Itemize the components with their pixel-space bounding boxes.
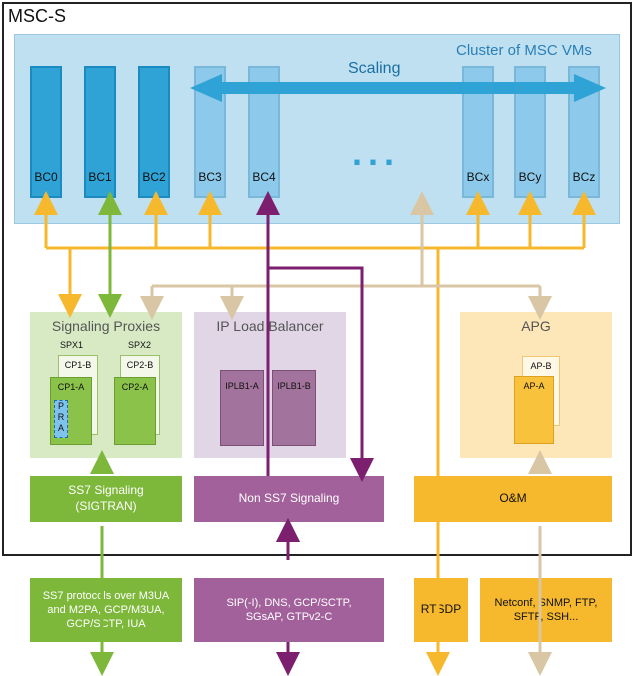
ip-load-balancer-title: IP Load Balancer	[216, 318, 324, 334]
ss7-protocols-box: SS7 protocols over M3UA and M2PA, GCP/M3…	[30, 578, 182, 642]
spx2-label: SPX2	[128, 340, 152, 350]
blade-label: BC4	[252, 170, 276, 184]
blade-label: BC2	[142, 170, 166, 184]
blade-label: BC0	[34, 170, 58, 184]
blade-label: BCy	[518, 170, 542, 184]
ap-a-label: AP-A	[523, 381, 545, 391]
non-ss7-signaling-label: Non SS7 Signaling	[238, 491, 340, 506]
blade-label: BCx	[466, 170, 490, 184]
ap-a-card: AP-A	[514, 376, 554, 444]
iplb1-a-card: IPLB1-A	[220, 370, 264, 446]
ss7-signaling-bar: SS7 Signaling (SIGTRAN)	[30, 476, 182, 522]
blade-label: BC1	[88, 170, 112, 184]
iplb1-a-label: IPLB1-A	[225, 381, 259, 391]
ip-load-balancer-panel	[194, 312, 346, 458]
blade-bc1: BC1	[84, 66, 116, 198]
iplb1-b-card: IPLB1-B	[272, 370, 316, 446]
pra-letter: P	[57, 401, 64, 411]
blade-label: BCz	[572, 170, 596, 184]
netconf-label: Netconf, SNMP, FTP, SFTP, SSH...	[494, 596, 598, 623]
om-label: O&M	[499, 491, 527, 506]
cp2-a-card: CP2-A	[114, 377, 156, 445]
ellipsis: ...	[352, 132, 401, 173]
spx1-label: SPX1	[60, 340, 84, 350]
blade-bc0: BC0	[30, 66, 62, 198]
netconf-box: Netconf, SNMP, FTP, SFTP, SSH...	[480, 578, 612, 642]
pra-letter: A	[57, 423, 64, 433]
pra-box: P R A	[54, 400, 68, 438]
cp1-b-label: CP1-B	[64, 360, 92, 370]
msc-s-title: MSC-S	[8, 6, 66, 26]
rtsdp-label: RTSDP	[420, 602, 462, 617]
non-ss7-signaling-bar: Non SS7 Signaling	[194, 476, 384, 522]
rtsdp-box: RTSDP	[414, 578, 468, 642]
apg-title: APG	[521, 318, 551, 334]
msc-s-frame	[2, 2, 632, 556]
signaling-proxies-title: Signaling Proxies	[51, 318, 161, 334]
sip-protocols-label: SIP(-I), DNS, GCP/SCTP, SGsAP, GTPv2-C	[226, 596, 352, 623]
blade-label: BC3	[198, 170, 222, 184]
om-bar: O&M	[414, 476, 612, 522]
blade-bc2: BC2	[138, 66, 170, 198]
scaling-label: Scaling	[348, 60, 401, 77]
cp1-a-label: CP1-A	[57, 382, 85, 392]
iplb1-b-label: IPLB1-B	[277, 381, 311, 391]
ap-b-label: AP-B	[530, 361, 552, 371]
cluster-title: Cluster of MSC VMs	[456, 42, 592, 59]
cp2-b-label: CP2-B	[126, 360, 154, 370]
pra-letter: R	[57, 412, 65, 422]
sip-protocols-box: SIP(-I), DNS, GCP/SCTP, SGsAP, GTPv2-C	[194, 578, 384, 642]
ss7-signaling-label: SS7 Signaling (SIGTRAN)	[68, 483, 144, 513]
ss7-protocols-label: SS7 protocols over M3UA and M2PA, GCP/M3…	[42, 589, 170, 631]
cp2-a-label: CP2-A	[121, 382, 149, 392]
